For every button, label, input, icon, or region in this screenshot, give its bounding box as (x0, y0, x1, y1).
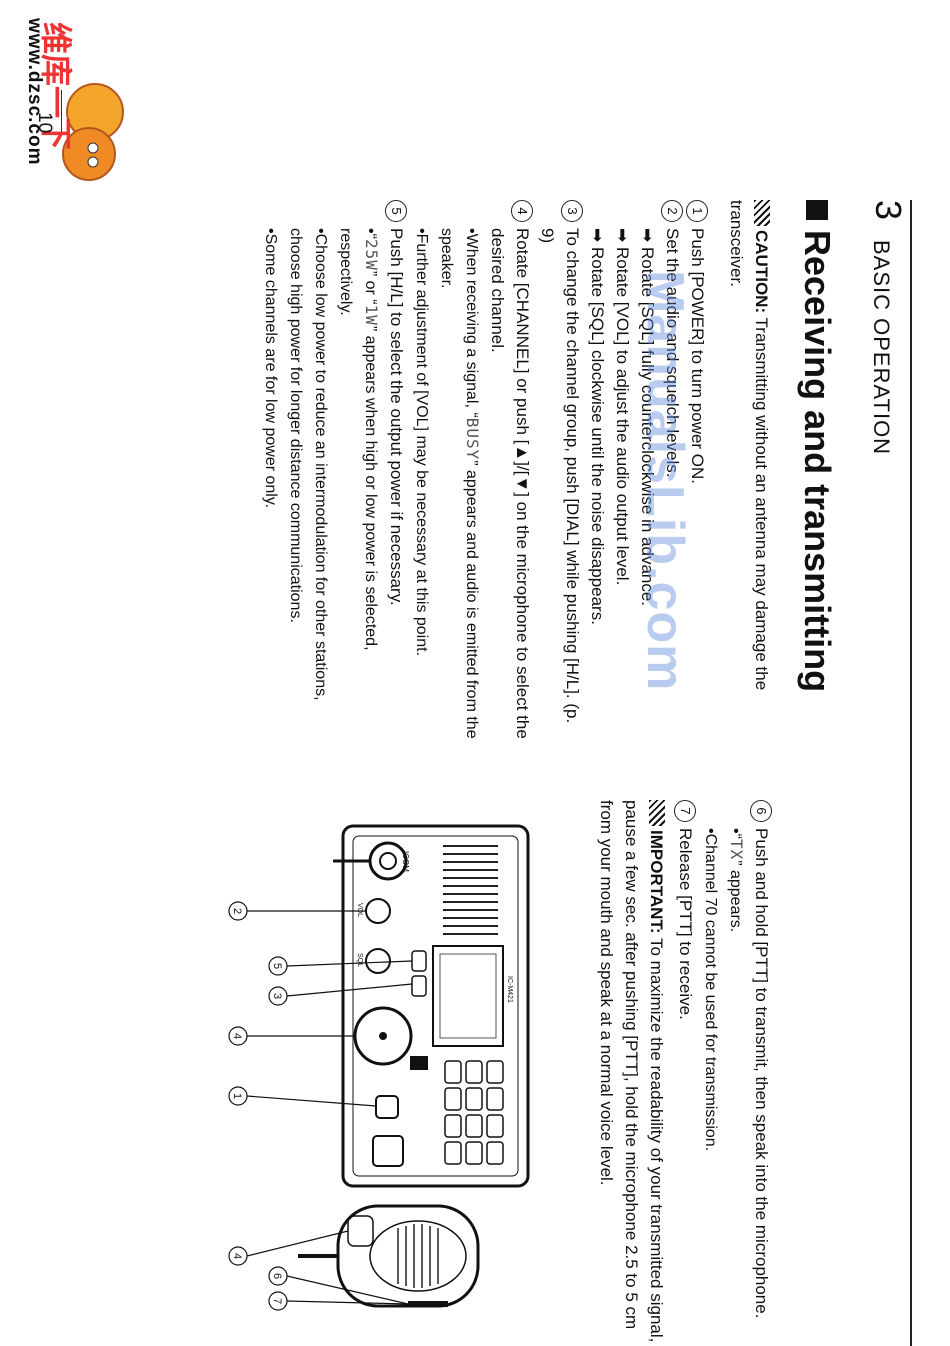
callout-6: 6 (271, 1273, 283, 1279)
section-title: Receiving and transmitting (797, 230, 838, 693)
power-button (375, 1095, 399, 1119)
step-number: 6 (750, 800, 772, 822)
transceiver-body (341, 824, 530, 1188)
lcd-1w: 1W (362, 304, 381, 326)
chapter-title: BASIC OPERATION (869, 240, 894, 456)
lcd-busy: BUSY (463, 417, 482, 461)
note-text: •“ (727, 828, 744, 839)
note-text: •When receiving a signal, “ (463, 228, 480, 418)
lcd-inner (439, 953, 497, 1039)
callout-1: 1 (231, 1093, 243, 1099)
vol-knob (365, 898, 391, 924)
callout-7: 7 (271, 1298, 283, 1304)
vol-label: VOL (356, 903, 363, 917)
note-text: ” or “ (362, 270, 379, 305)
callout-5: 5 (271, 963, 283, 969)
note-text: •“ (362, 228, 379, 239)
dzsc-logo: 维库一下 (37, 22, 124, 181)
keypad (444, 1060, 504, 1165)
dial-button (411, 975, 427, 997)
step-5-note: •Some channels are for low power only. (262, 228, 279, 509)
speaker-grille (443, 845, 498, 935)
header-rule (910, 200, 912, 1346)
step-5-note: •“25W” or “1W” appears when high or low … (333, 200, 384, 740)
page-number: 10 (34, 112, 55, 134)
callout-4: 4 (231, 1033, 243, 1039)
transceiver-front-panel (352, 835, 519, 1177)
step-number: 2 (661, 200, 683, 222)
logo-chinese-text: 维库一下 (37, 22, 75, 150)
step-text: Release [PTT] to receive. (676, 828, 695, 1020)
chapter-number: 3 (868, 200, 909, 221)
step-number: 7 (674, 800, 696, 822)
sql-knob (365, 948, 391, 974)
step-number: 4 (511, 200, 533, 222)
step-text: To change the channel group, push [DIAL]… (538, 228, 582, 724)
microphone-grille (369, 1220, 467, 1292)
logo-url: www.dzsc.com (24, 18, 45, 166)
callout-4-mic: 4 (231, 1253, 243, 1259)
caution-label: CAUTION: (752, 230, 771, 314)
hl-button (411, 950, 427, 972)
step-5-note: •Choose low power to reduce an intermodu… (287, 228, 329, 701)
step-text: Rotate [CHANNEL] or push [▲]/[▼] on the … (488, 228, 532, 739)
step-2-sub: ➡ Rotate [SQL] clockwise until the noise… (588, 228, 607, 625)
step-4-note: •When receiving a signal, “BUSY” appears… (434, 200, 485, 740)
callout-3: 3 (271, 993, 283, 999)
important-hatch-icon (649, 800, 665, 826)
step-number: 3 (561, 200, 583, 222)
step-number: 5 (385, 200, 407, 222)
caution-note: CAUTION: Transmitting without an antenna… (724, 200, 774, 740)
radio-diagram: ICOM VOL SQL IC-M421 5 3 2 4 (228, 824, 530, 1311)
sql-label: SQL (356, 953, 363, 967)
step-2-sub: ➡ Rotate [VOL] to adjust the audio outpu… (613, 228, 632, 586)
mic-hanger (372, 1135, 404, 1167)
caution-hatch-icon (754, 200, 770, 226)
step-4-note: •Further adjustment of [VOL] may be nece… (413, 228, 430, 657)
brand-label: ICOM (401, 851, 410, 872)
step-3: 3 To change the channel group, push [DIAL… (535, 200, 585, 740)
step-text: Push and hold [PTT] to transmit, then sp… (752, 828, 771, 1319)
mic-ptt (408, 1301, 448, 1307)
watermark: ManualsLib.com (636, 270, 694, 692)
step-number: 1 (686, 200, 708, 222)
lcd-tx: TX (727, 838, 746, 861)
important-label: IMPORTANT: (647, 830, 666, 934)
note-text: ” appears. (727, 860, 744, 933)
mic-updown-button (347, 1215, 374, 1247)
important-note: IMPORTANT: To maximize the readability o… (594, 800, 669, 1346)
lcd-25w: 25W (362, 238, 381, 271)
lcd-screen (432, 945, 504, 1047)
scan-button (410, 1056, 428, 1070)
page-number-rule (61, 90, 62, 132)
callout-markers (228, 901, 413, 1311)
heading-square-icon (806, 200, 828, 220)
step-6-note: •Channel 70 cannot be used for transmiss… (702, 828, 719, 1152)
model-label: IC-M421 (506, 976, 513, 1003)
step-6-note: •“TX” appears. (723, 800, 749, 1346)
section-heading: Receiving and transmitting (796, 200, 838, 692)
step-text: Push [H/L] to select the output power if… (387, 228, 406, 606)
callout-2: 2 (231, 908, 243, 914)
